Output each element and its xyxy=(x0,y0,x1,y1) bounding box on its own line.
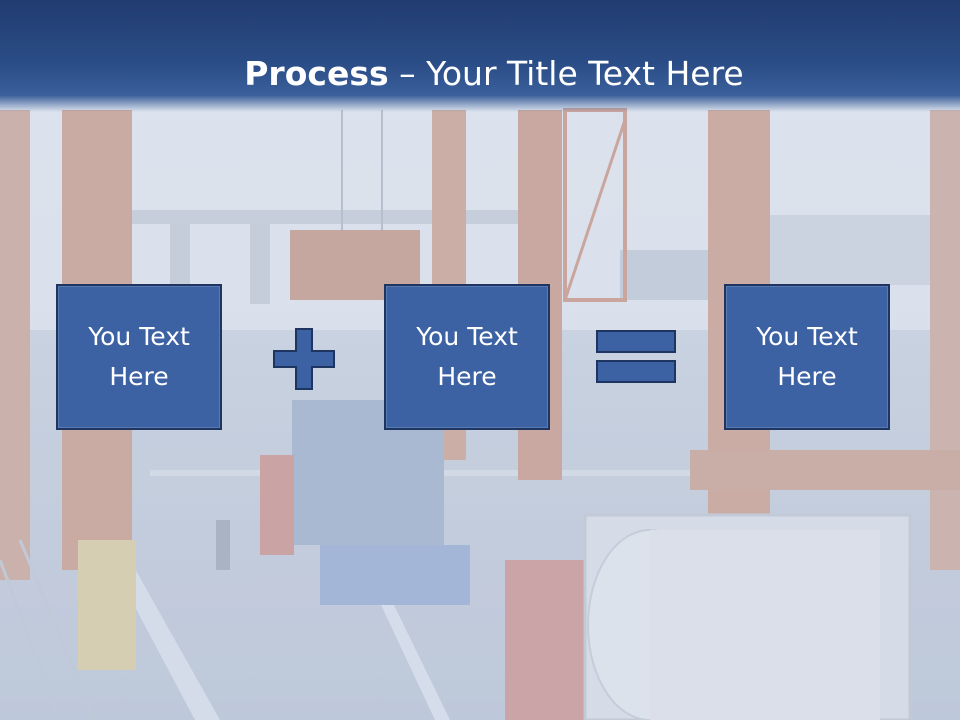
process-box-3[interactable]: You Text Here xyxy=(724,284,890,430)
process-box-2-text: You Text Here xyxy=(416,322,518,391)
process-box-1[interactable]: You Text Here xyxy=(56,284,222,430)
title-bold: Process xyxy=(244,54,389,93)
title-band xyxy=(0,0,960,112)
process-box-2[interactable]: You Text Here xyxy=(384,284,550,430)
process-box-1-text: You Text Here xyxy=(88,322,190,391)
title-rest: – Your Title Text Here xyxy=(388,54,744,93)
plus-icon xyxy=(273,328,335,390)
slide-title: Process – Your Title Text Here xyxy=(0,52,960,96)
equals-icon xyxy=(596,330,676,383)
process-box-3-text: You Text Here xyxy=(756,322,858,391)
